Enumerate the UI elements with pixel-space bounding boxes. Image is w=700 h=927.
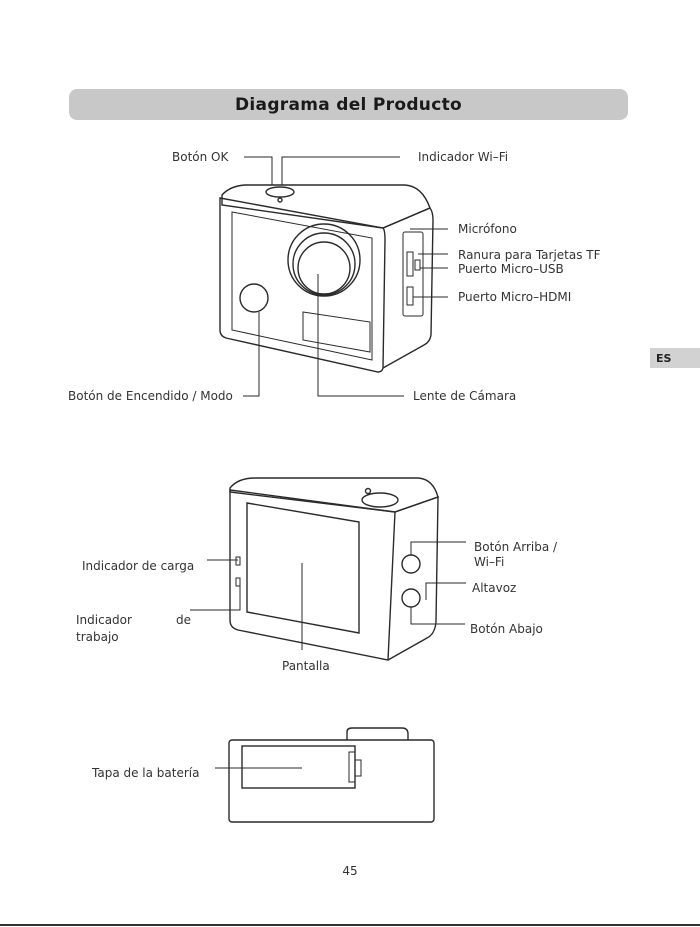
front-leader-lines bbox=[243, 157, 448, 396]
label-lens: Lente de Cámara bbox=[413, 389, 516, 404]
label-screen: Pantalla bbox=[282, 659, 330, 674]
label-speaker: Altavoz bbox=[472, 581, 516, 596]
label-micro-usb: Puerto Micro–USB bbox=[458, 262, 564, 277]
label-micro-hdmi: Puerto Micro–HDMI bbox=[458, 290, 571, 305]
camera-bottom-view bbox=[229, 728, 434, 822]
label-ok-button: Botón OK bbox=[172, 150, 228, 165]
label-up-wifi: Botón Arriba / bbox=[474, 540, 557, 555]
label-wifi-indicator: Indicador Wi–Fi bbox=[418, 150, 508, 165]
label-work-indicator-trabajo: trabajo bbox=[76, 630, 119, 645]
label-microphone: Micrófono bbox=[458, 222, 517, 237]
label-charge-indicator: Indicador de carga bbox=[82, 559, 194, 574]
page-number: 45 bbox=[0, 864, 700, 878]
label-power-mode: Botón de Encendido / Modo bbox=[68, 389, 233, 404]
label-down-button: Botón Abajo bbox=[470, 622, 543, 637]
camera-back-view bbox=[230, 478, 438, 660]
label-work-indicator: Indicador bbox=[76, 613, 132, 628]
bottom-rule bbox=[0, 924, 700, 926]
label-work-indicator-de: de bbox=[176, 613, 191, 628]
label-up-wifi-2: Wi–Fi bbox=[474, 555, 504, 570]
camera-front-view bbox=[220, 185, 433, 372]
label-tf-slot: Ranura para Tarjetas TF bbox=[458, 248, 601, 263]
label-battery-cover: Tapa de la batería bbox=[92, 766, 199, 781]
back-leader-lines bbox=[190, 542, 466, 650]
